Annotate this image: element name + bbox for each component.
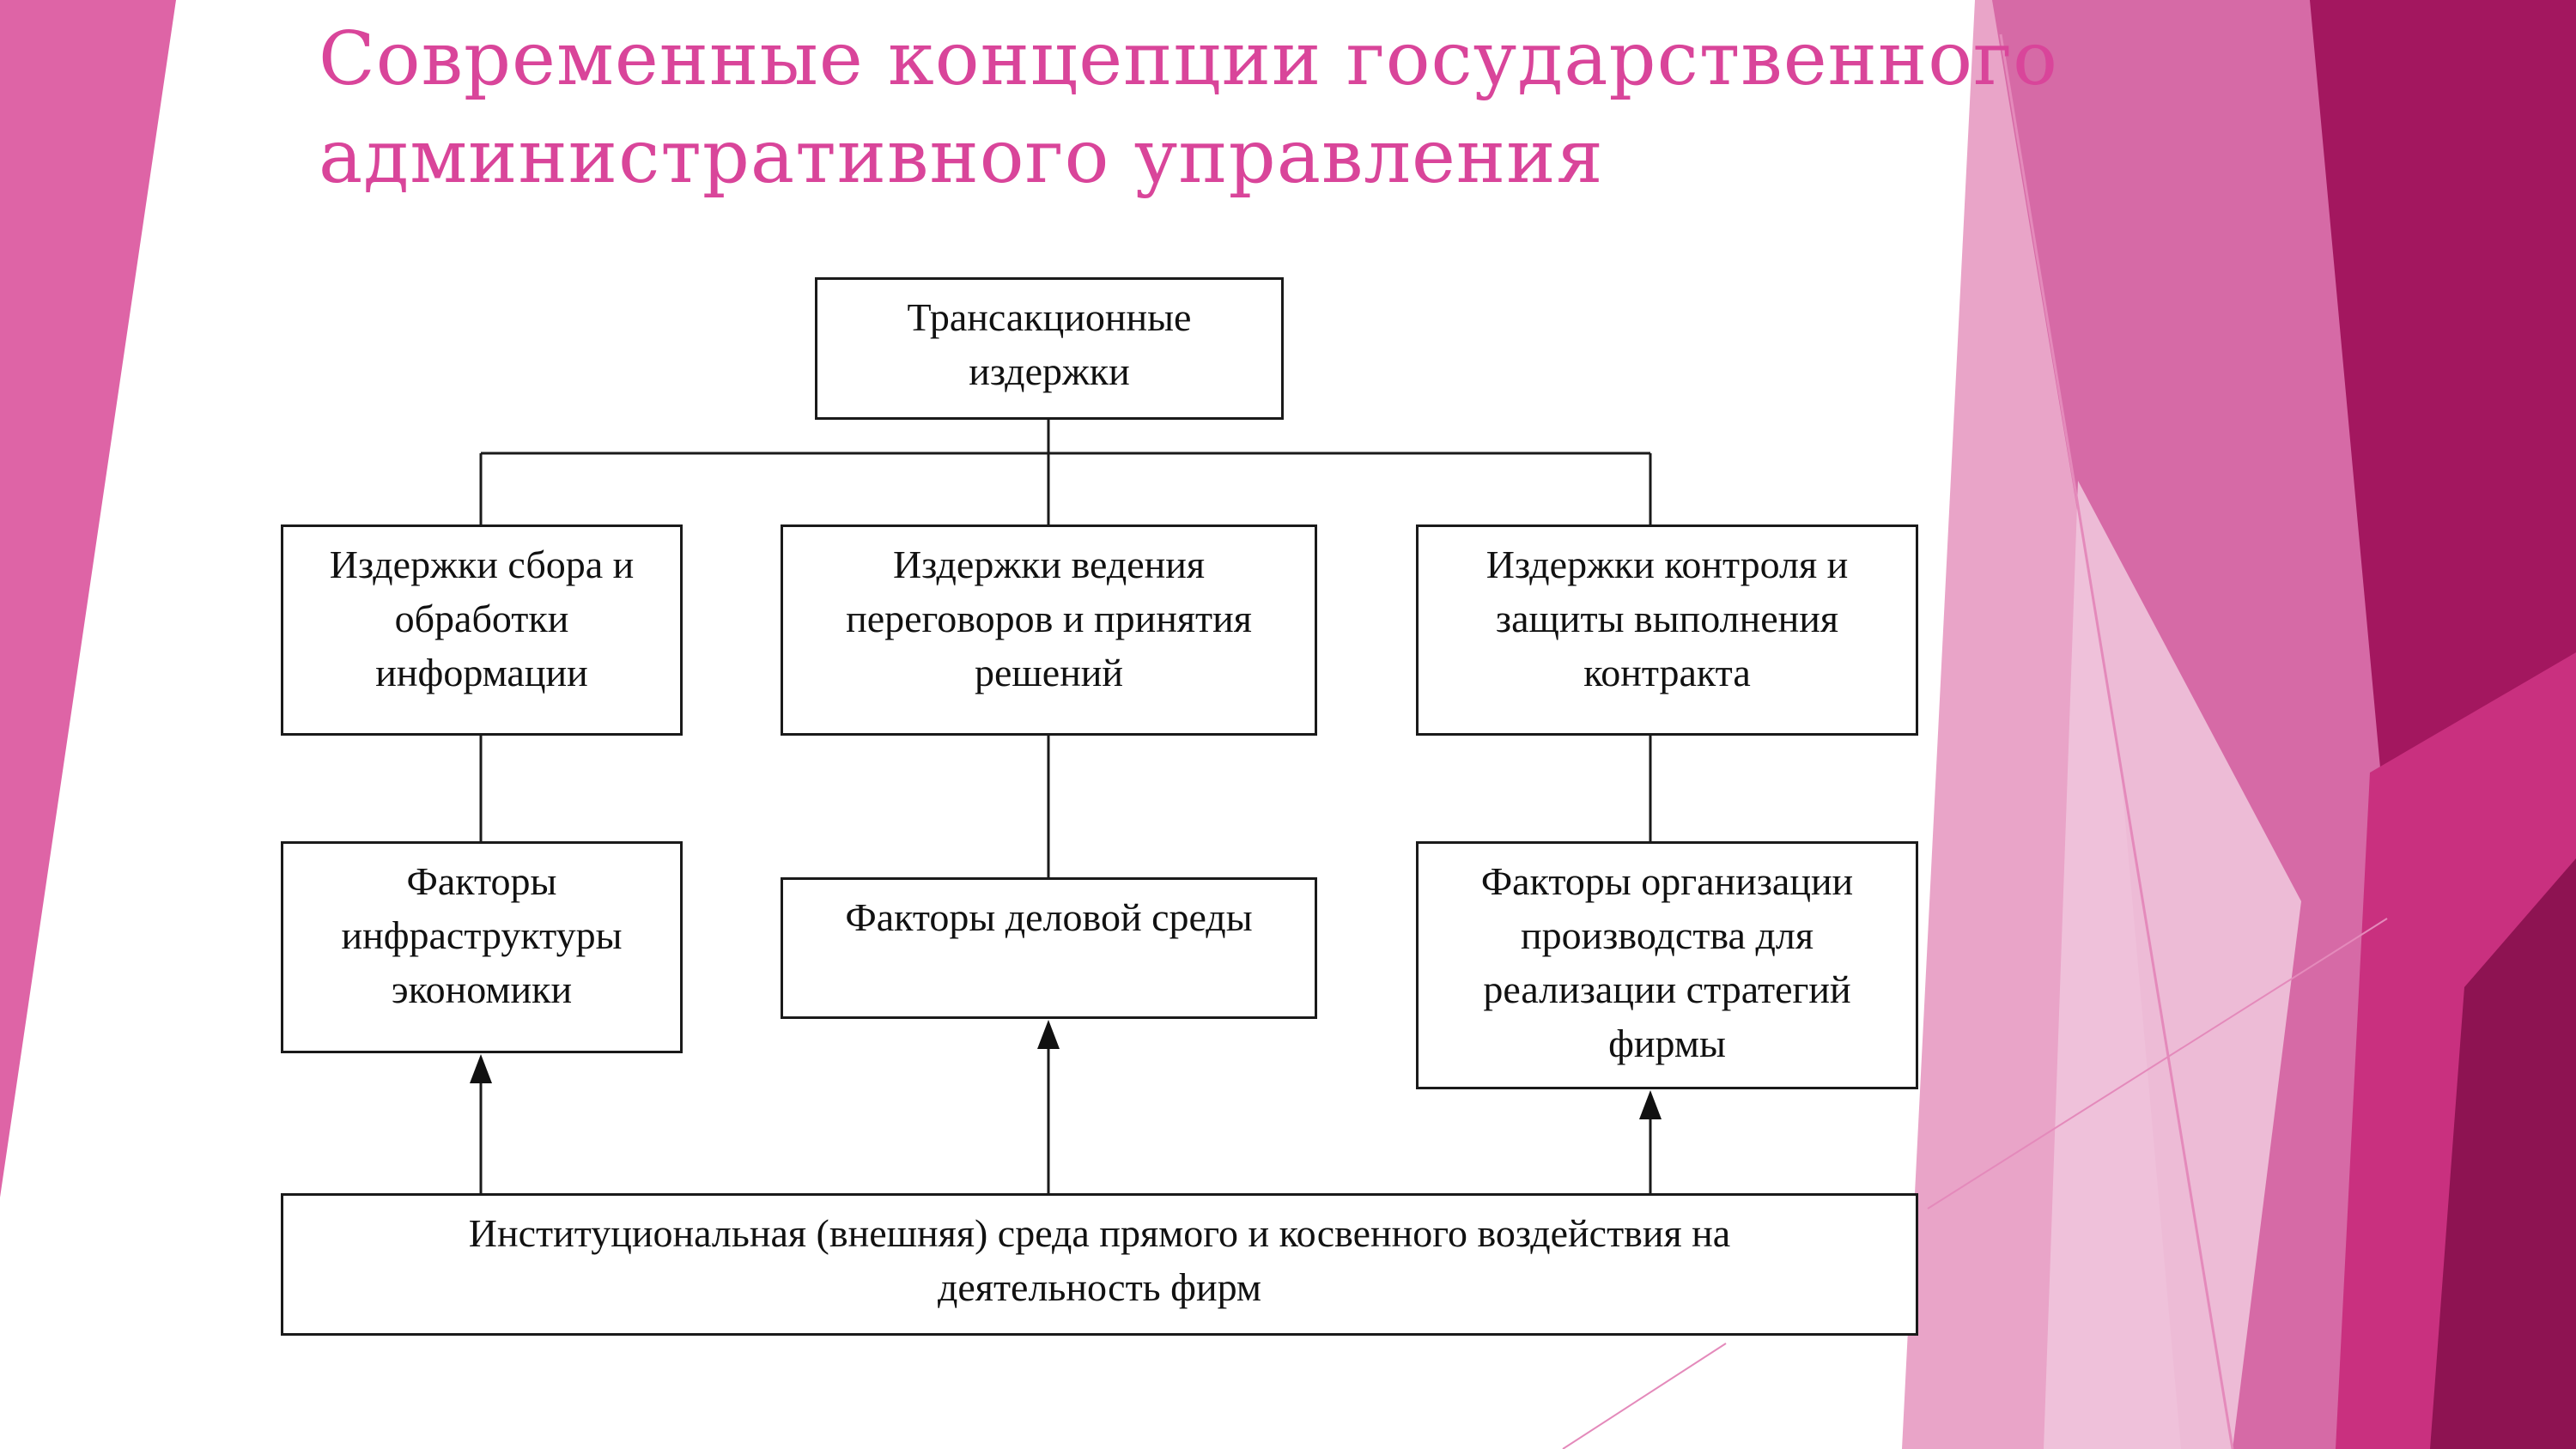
deco-line — [1999, 33, 2234, 1449]
box-institutional-environment-label: Институциональная (внешняя) среда прямог… — [468, 1211, 1731, 1309]
right-accent-shape-pale — [2044, 481, 2301, 1449]
arrow-head-right — [1639, 1090, 1662, 1119]
left-accent-shape — [0, 0, 176, 1197]
slide-title: Современные концепции государственного а… — [319, 10, 2122, 206]
arrow-head-left — [470, 1054, 492, 1083]
box-factors-business: Факторы деловой среды — [781, 877, 1317, 1019]
right-accent-shape-deep — [2430, 858, 2576, 1449]
box-factors-infrastructure: Факторы инфраструктуры экономики — [281, 841, 683, 1053]
box-institutional-environment: Институциональная (внешняя) среда прямог… — [281, 1193, 1918, 1336]
deco-line — [1562, 1343, 1727, 1449]
slide-title-line-1: Современные концепции государственного — [319, 16, 2058, 102]
slide-title-line-2: административного управления — [319, 114, 1604, 200]
box-factors-organization: Факторы организации производства для реа… — [1416, 841, 1918, 1089]
box-costs-negotiation-label: Издержки ведения переговоров и принятия … — [846, 543, 1252, 694]
box-factors-organization-label: Факторы организации производства для реа… — [1480, 859, 1854, 1065]
arrow-head-center — [1037, 1020, 1060, 1049]
box-costs-information: Издержки сбора и обработки информации — [281, 524, 683, 736]
deco-line — [1927, 918, 2388, 1210]
box-costs-information-label: Издержки сбора и обработки информации — [329, 543, 635, 694]
box-costs-control: Издержки контроля и защиты выполнения ко… — [1416, 524, 1918, 736]
box-transaction-costs: Трансакционные издержки — [815, 277, 1284, 420]
box-factors-infrastructure-label: Факторы инфраструктуры экономики — [341, 859, 623, 1011]
box-costs-negotiation: Издержки ведения переговоров и принятия … — [781, 524, 1317, 736]
box-factors-business-label: Факторы деловой среды — [845, 895, 1253, 939]
box-transaction-costs-label: Трансакционные издержки — [907, 295, 1192, 393]
box-costs-control-label: Издержки контроля и защиты выполнения ко… — [1485, 543, 1849, 694]
